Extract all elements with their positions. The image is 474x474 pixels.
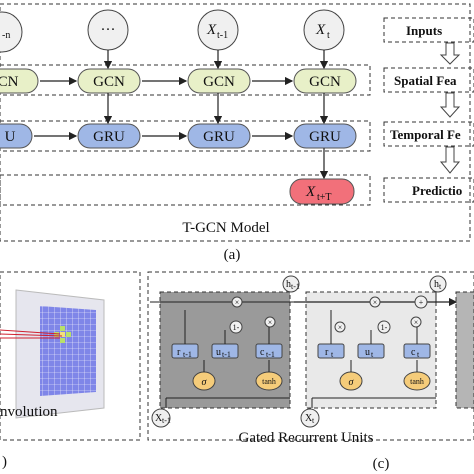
step-temporal-label: Temporal Fe: [390, 127, 461, 142]
xt-sub: t: [327, 30, 330, 41]
panel-b: nvolution: [0, 271, 141, 441]
output-h-prev-node: [282, 275, 300, 293]
step-arrow-3: [439, 146, 461, 174]
one-minus-prev: 1-: [233, 323, 240, 332]
one-minus-node-prev: [229, 320, 243, 334]
output-h-prev-sub: t-1: [291, 282, 300, 291]
xt-1-sub: t-1: [217, 30, 228, 41]
times-cur-3: ×: [338, 323, 343, 332]
output-ht-node: [429, 275, 447, 293]
caption-a: (a): [224, 247, 241, 263]
prediction-band: [0, 174, 371, 206]
model-title: T-GCN Model: [182, 220, 269, 236]
gate-u-prev-label: u: [216, 347, 221, 358]
times-prev-2: ×: [268, 318, 273, 327]
spatial-band: [0, 64, 371, 96]
gate-c-cur-label: c: [411, 347, 416, 358]
gru-node-partial: [0, 123, 33, 149]
output-sub: t+T: [317, 192, 332, 203]
times-cur-2: ×: [414, 318, 419, 327]
one-minus-node-cur: [377, 320, 391, 334]
gate-u-cur-label: u: [365, 347, 370, 358]
output-node: [289, 178, 355, 205]
input-xt-1-label: X: [155, 413, 163, 424]
times-node-prev-1: [231, 296, 243, 308]
step-inputs-label: Inputs: [406, 23, 442, 38]
gru-label-3: GRU: [309, 129, 341, 145]
gcn-label-1: GCN: [93, 74, 125, 90]
plus-cur: +: [419, 298, 424, 307]
times-prev-1: ×: [235, 298, 240, 307]
times-cur-1: ×: [373, 298, 378, 307]
gcn-node-1: [77, 68, 141, 94]
step-spatial-label: Spatial Fea: [394, 73, 457, 88]
step-arrow-2: [439, 92, 461, 118]
step-prediction-box: [383, 177, 474, 203]
gcn-node-2: [187, 68, 251, 94]
times-node-cur-1: [369, 296, 381, 308]
gru-partial-label: U: [5, 129, 16, 145]
gcn-node-partial: [0, 68, 39, 94]
plus-node-cur: [414, 295, 428, 309]
step-prediction-label: Predictio: [412, 183, 462, 198]
step-spatial-box: [383, 67, 474, 93]
output-ht-label: h: [434, 279, 439, 290]
input-xt-1-sub: t-1: [162, 416, 171, 425]
gcn-partial-label: CN: [0, 74, 19, 90]
input-xt-node: [300, 408, 320, 428]
output-h-prev-label: h: [286, 279, 291, 290]
gate-c-prev-sub: t-1: [266, 350, 275, 359]
panel-c: r t-1 u t-1 c t-1 σ tanh × × 1- X t-1 h …: [147, 271, 474, 446]
input-xt-label: X: [305, 413, 313, 424]
gate-u-cur-sub: t: [371, 350, 374, 359]
gcn-node-3: [293, 68, 357, 94]
times-node-prev-2: [264, 316, 276, 328]
convolution-grid: [40, 306, 96, 396]
one-minus-cur: 1-: [381, 323, 388, 332]
gru-label-1: GRU: [93, 129, 125, 145]
input-xt-1-node: [151, 408, 171, 428]
gate-r-cur-sub: t: [331, 350, 334, 359]
gate-r-cur-label: r: [325, 347, 329, 358]
panel-c-frame: [147, 271, 474, 441]
gate-r-prev-sub: t-1: [183, 350, 192, 359]
gcn-label-2: GCN: [203, 74, 235, 90]
gate-c-prev-label: c: [260, 347, 265, 358]
caption-c: (c): [373, 456, 390, 472]
step-arrow-1: [439, 42, 461, 65]
convolution-label: nvolution: [0, 404, 58, 420]
times-node-cur-3: [334, 321, 346, 333]
ellipsis-label: ···: [101, 22, 116, 38]
sigma-cur-label: σ: [349, 377, 355, 388]
gate-u-prev-sub: t-1: [222, 350, 231, 359]
tanh-cur-label: tanh: [410, 377, 424, 386]
xt-1-label: X: [206, 22, 217, 38]
tanh-prev-label: tanh: [262, 377, 276, 386]
xt-label: X: [315, 22, 326, 38]
gate-c-cur-sub: t: [417, 350, 420, 359]
output-ht-sub: t: [439, 282, 442, 291]
sigma-prev-label: σ: [202, 377, 208, 388]
gate-r-prev-label: r: [177, 347, 181, 358]
gru-node-2: [187, 123, 251, 149]
step-inputs-box: [383, 17, 474, 43]
input-node-partial: [0, 11, 23, 53]
times-node-cur-2: [410, 316, 422, 328]
gru-label-2: GRU: [203, 129, 235, 145]
gru-cell-next: [455, 291, 474, 409]
panel-a: -n ··· X t-1 X t CN GCN GCN GCN U: [0, 3, 474, 242]
caption-b: ): [2, 454, 7, 470]
gcn-label-3: GCN: [309, 74, 341, 90]
gru-panel-label: Gated Recurrent Units: [239, 430, 374, 446]
gru-node-1: [77, 123, 141, 149]
panel-b-frame: [0, 271, 141, 441]
step-temporal-box: [383, 121, 474, 147]
input-xt-sub: t: [312, 416, 315, 425]
gru-node-3: [293, 123, 357, 149]
input-partial-label: -n: [2, 30, 10, 41]
temporal-band: [0, 120, 371, 152]
output-label: X: [305, 184, 316, 200]
